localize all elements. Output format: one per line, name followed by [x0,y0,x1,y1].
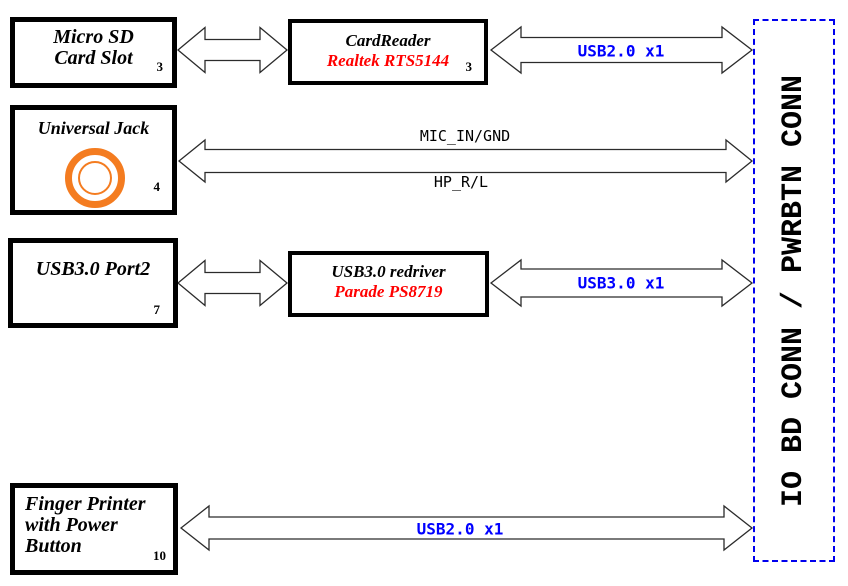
io-board-connector-box: IO BD CONN / PWRBTN CONN [753,19,835,562]
io-board-connector-label: IO BD CONN / PWRBTN CONN [777,74,811,507]
micro-sd-ref-number: 3 [156,59,164,74]
usb3-port2-ref-number: 7 [153,302,161,317]
usb3-redriver-chip-name: Parade PS8719 [334,282,443,301]
finger-printer-ref-number: 10 [153,548,166,563]
arrow-usb3 [489,258,754,308]
arrow-port2-to-redriver [176,259,289,307]
arrow-audio-signals [177,138,754,184]
usb3-bus-label: USB3.0 x1 [577,273,665,293]
micro-sd-card-slot-box: Micro SD Card Slot 3 [10,17,177,88]
usb3-redriver-label: USB3.0 redriver [331,262,446,281]
finger-printer-label-line1: Finger Printer [25,493,146,515]
card-reader-chip-name: Realtek RTS5144 [326,51,450,70]
audio-jack-inner-ring-icon [78,161,112,195]
universal-jack-box: Universal Jack 4 [10,105,177,215]
usb3-redriver-box: USB3.0 redriver Parade PS8719 [288,251,489,317]
card-reader-label: CardReader [345,31,431,50]
usb3-port2-box: USB3.0 Port2 7 [8,238,178,328]
micro-sd-label-line1: Micro SD [53,26,134,48]
finger-printer-label-line2: with Power [25,514,118,536]
arrow-usb2-bottom [179,504,754,552]
universal-jack-ref-number: 4 [153,179,161,194]
usb3-port2-label: USB3.0 Port2 [35,258,151,280]
mic-in-gnd-signal-label: MIC_IN/GND [419,127,511,145]
usb2-bottom-bus-label: USB2.0 x1 [416,519,504,539]
finger-printer-label-line3: Button [25,535,82,557]
card-reader-ref-number: 3 [465,59,473,74]
arrow-microsd-to-cardreader [176,26,289,74]
universal-jack-label: Universal Jack [37,118,150,138]
card-reader-box: CardReader Realtek RTS5144 3 [288,19,488,85]
audio-jack-icon [65,148,125,208]
hp-r-l-signal-label: HP_R/L [433,173,489,191]
micro-sd-label-line2: Card Slot [54,47,133,69]
usb2-top-bus-label: USB2.0 x1 [577,41,665,61]
arrow-usb2-top [489,25,754,75]
finger-printer-box: Finger Printer with Power Button 10 [10,483,178,575]
